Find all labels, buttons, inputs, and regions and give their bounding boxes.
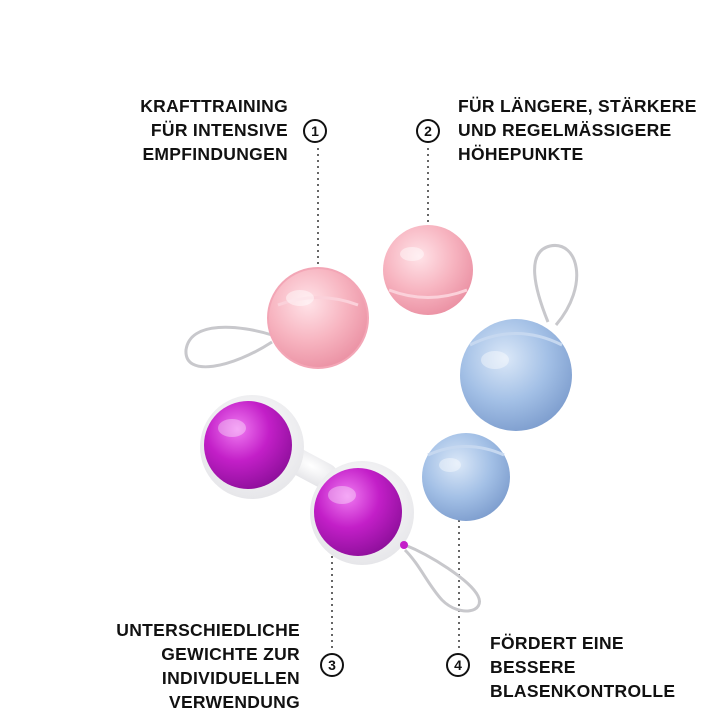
number-badge-3: 3: [320, 653, 344, 677]
feature-caption-orgasms: FÜR LÄNGERE, STÄRKERE UND REGELMÄSSIGERE…: [458, 96, 697, 164]
feature-caption-strength-training: KRAFTTRAINING FÜR INTENSIVE EMPFINDUNGEN: [140, 96, 288, 164]
number-badge-1: 1: [303, 119, 327, 143]
leader-lines: [317, 148, 460, 650]
blue-ball-small: [422, 433, 510, 521]
feature-caption-bladder-control: FÖRDERT EINE BESSERE BLASENKONTROLLE: [490, 633, 676, 701]
retrieval-loops: [184, 244, 579, 613]
pink-ball-right: [383, 225, 473, 315]
blue-ball-large: [460, 319, 572, 431]
number-badge-4: 4: [446, 653, 470, 677]
loop-purple: [403, 543, 481, 613]
feature-caption-weights: UNTERSCHIEDLICHE GEWICHTE ZUR INDIVIDUEL…: [116, 620, 300, 712]
purple-duo-balls: [200, 395, 414, 565]
loop-blue-right: [533, 244, 579, 326]
pink-ball-left: [267, 267, 369, 369]
loop-pink-left: [184, 325, 273, 369]
number-badge-2: 2: [416, 119, 440, 143]
